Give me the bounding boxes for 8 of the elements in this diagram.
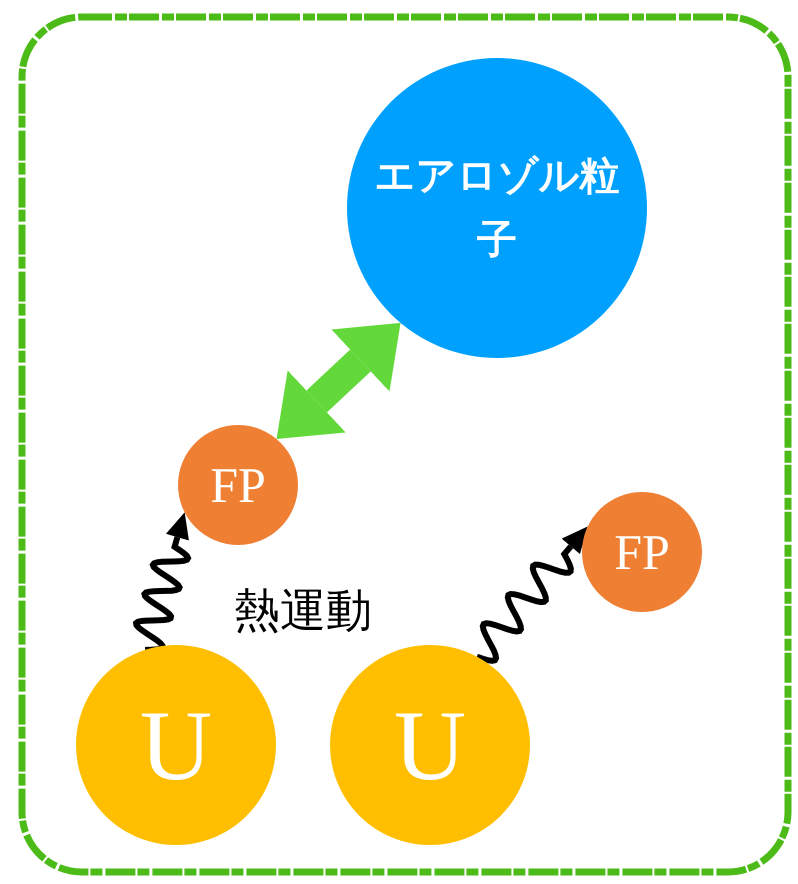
particle-circle: FP: [178, 425, 298, 545]
particle-circle: FP: [582, 492, 702, 612]
double-arrow: [276, 322, 401, 440]
particle-circle: U: [76, 645, 276, 845]
caption-text: 熱運動: [234, 582, 372, 639]
particle-circle: エアロゾル粒子: [347, 58, 647, 358]
wavy-arrow: [476, 526, 588, 664]
particle-circle: U: [330, 645, 530, 845]
